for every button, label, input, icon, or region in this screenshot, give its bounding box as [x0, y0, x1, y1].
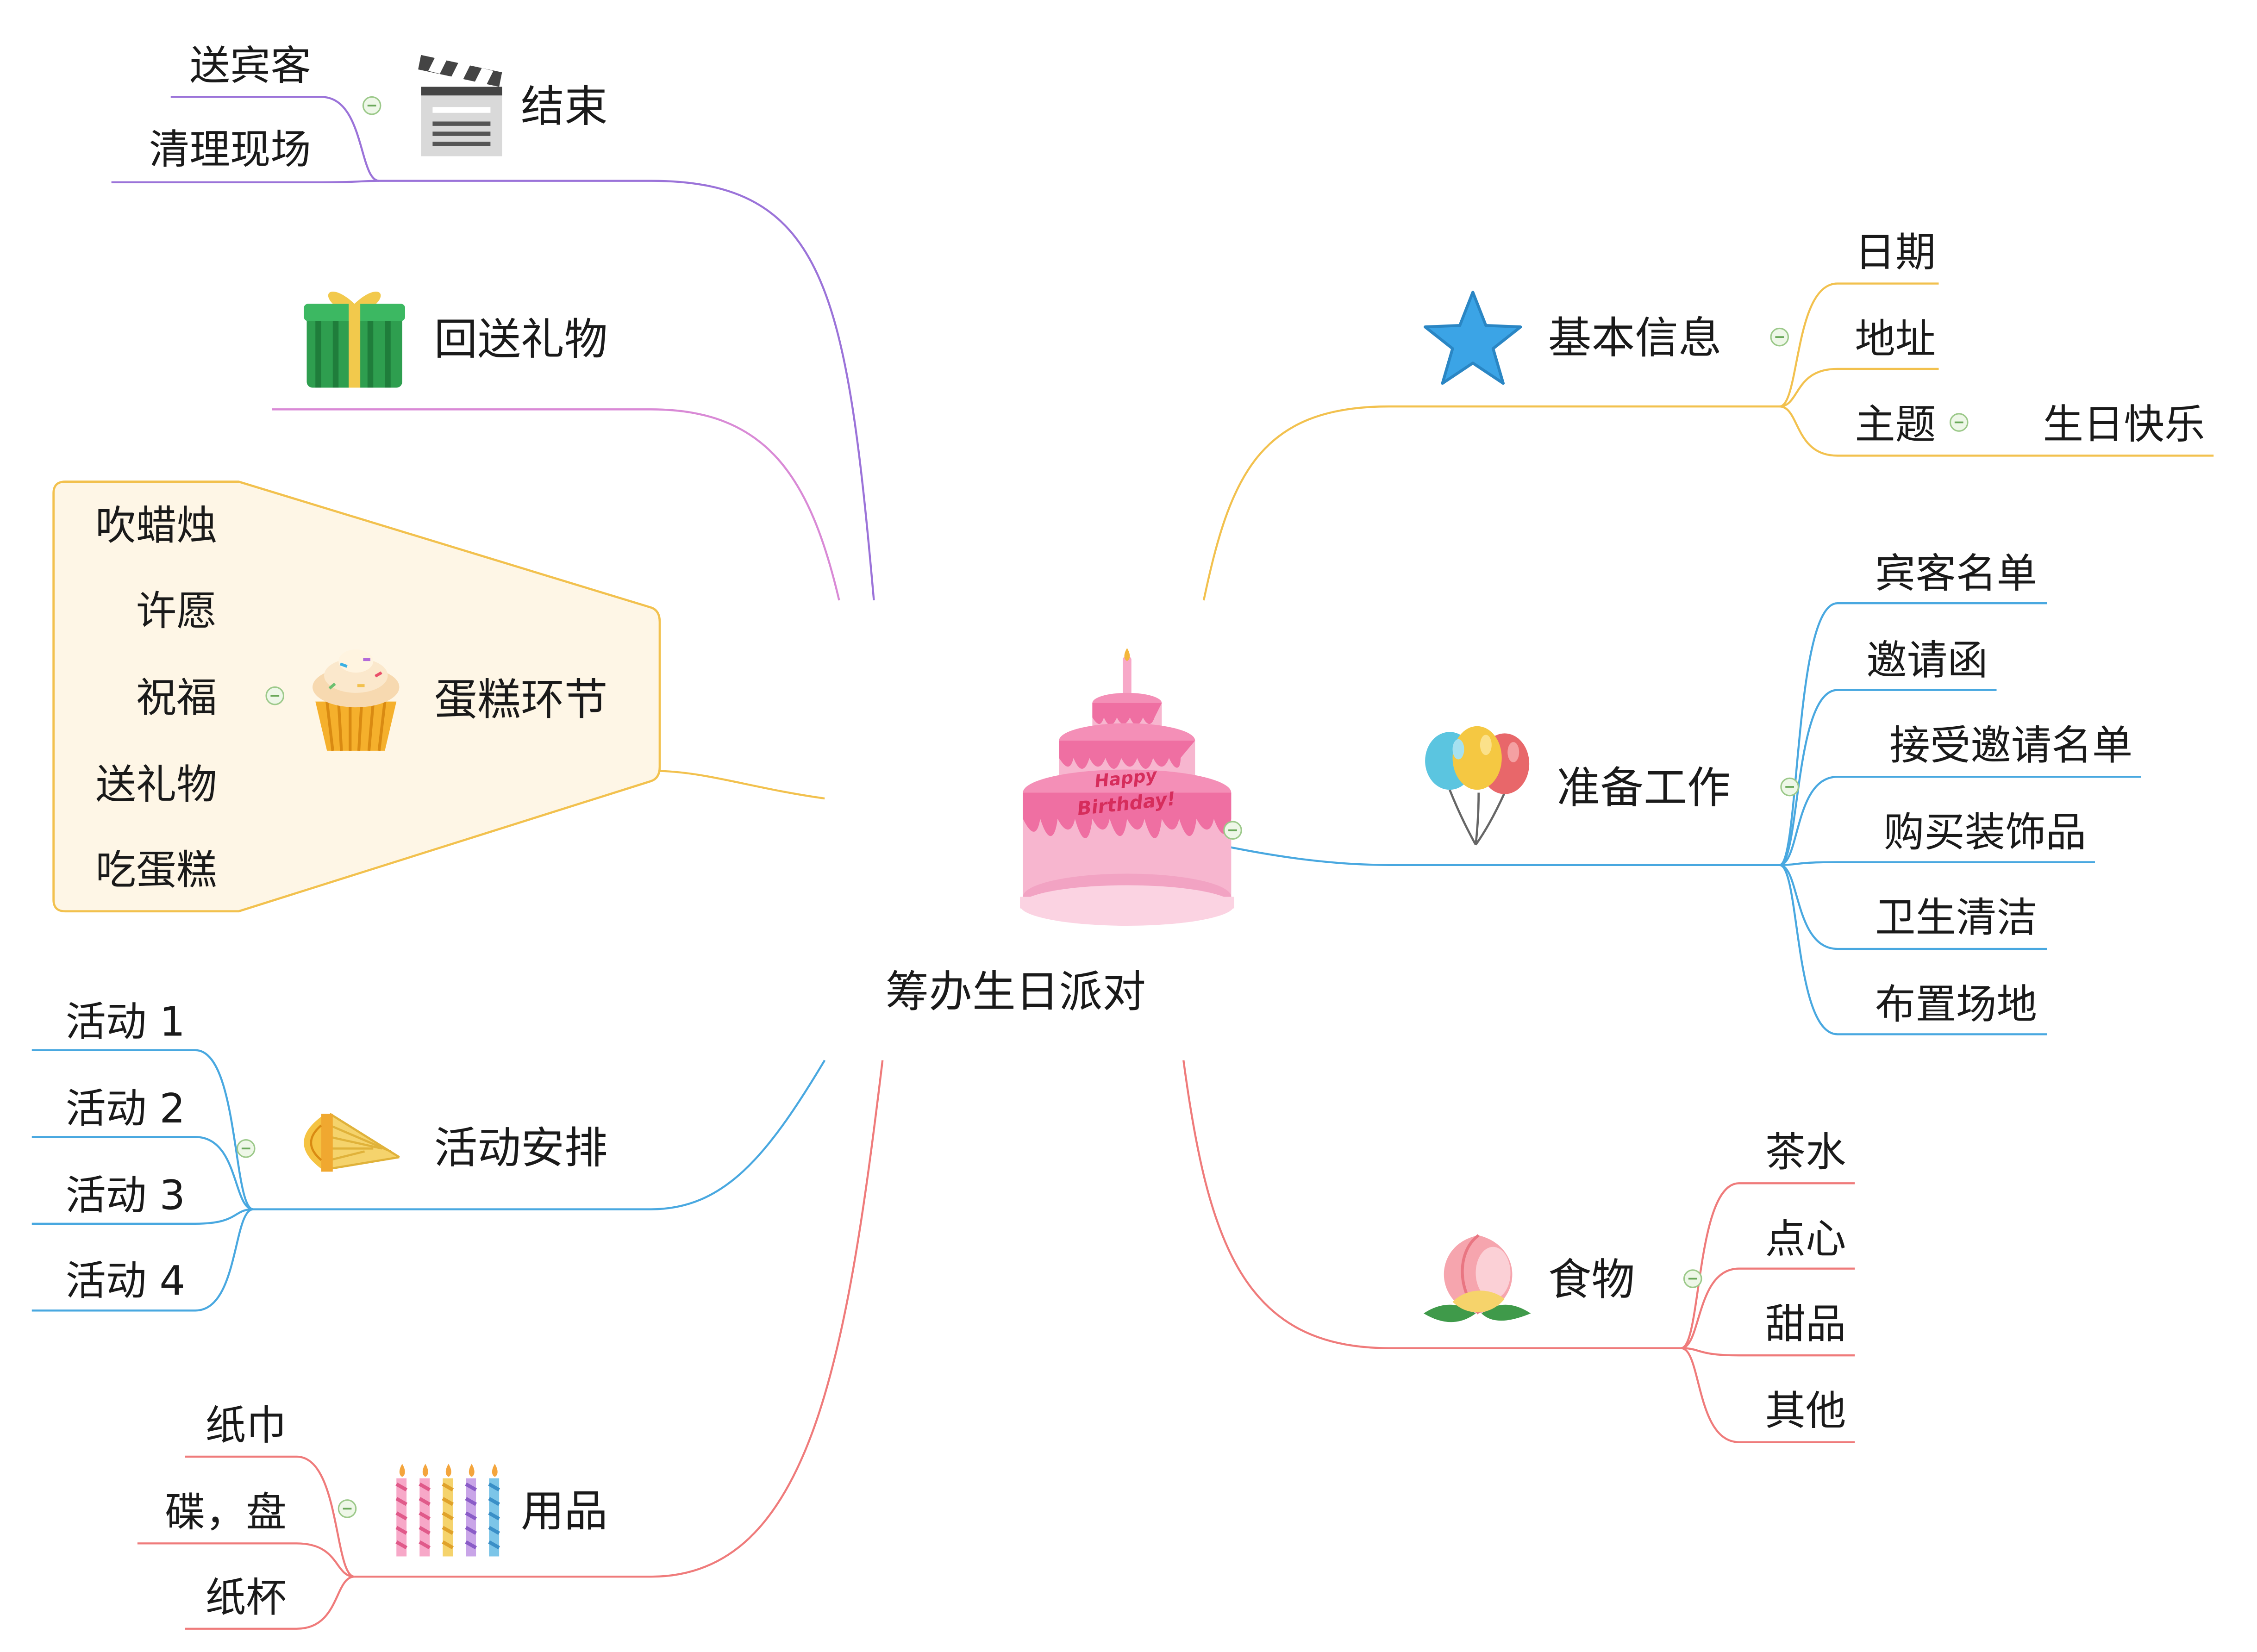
prep-connector-4: [1779, 861, 2095, 866]
branch-info[interactable]: 基本信息 日期 地址 主题 生日快乐: [1424, 229, 2205, 448]
branch-cake[interactable]: 蛋糕环节 吹蜡烛 许愿 祝福 送礼物 吃蛋糕: [52, 480, 661, 913]
branch-supplies-label: 用品: [521, 1486, 608, 1537]
branch-food-label: 食物: [1548, 1255, 1635, 1305]
cake-child-3[interactable]: 祝福: [136, 674, 217, 722]
root-title: 筹办生日派对: [886, 967, 1146, 1017]
activity-child-3[interactable]: 活动 3: [66, 1172, 185, 1219]
activity-child-2[interactable]: 活动 2: [66, 1085, 185, 1132]
prep-child-3[interactable]: 接受邀请名单: [1889, 722, 2132, 769]
cake-child-4[interactable]: 送礼物: [95, 761, 217, 808]
food-connector-3: [1681, 1347, 1855, 1357]
balloons-icon: [1425, 726, 1530, 846]
root-to-cake-connector: [659, 770, 825, 800]
activity-connector-1: [31, 1049, 254, 1210]
candles-icon: [395, 1464, 500, 1557]
prep-child-6[interactable]: 布置场地: [1875, 981, 2037, 1028]
root-to-prep-connector: [1218, 843, 1780, 866]
prep-connector-1: [1779, 602, 2047, 866]
food-connector-4: [1681, 1347, 1855, 1443]
root-to-activity-connector: [253, 1060, 826, 1210]
food-connector-1: [1681, 1182, 1855, 1349]
theme-value[interactable]: 生日快乐: [2043, 401, 2205, 448]
birthday-cake-icon: Happy Birthday!: [1020, 648, 1234, 926]
cupcake-icon: [313, 649, 400, 751]
prep-connector-5: [1779, 864, 2047, 950]
activity-connector-2: [31, 1136, 254, 1210]
end-child-1[interactable]: 送宾客: [189, 42, 311, 89]
root-to-end-connector: [379, 180, 875, 601]
branch-supplies[interactable]: 用品: [165, 1402, 607, 1621]
supplies-child-2[interactable]: 碟，盘: [165, 1489, 287, 1536]
prep-connector-3: [1779, 775, 2141, 866]
prep-child-5[interactable]: 卫生清洁: [1875, 894, 2037, 941]
supplies-child-1[interactable]: 纸巾: [206, 1402, 287, 1449]
info-child-3[interactable]: 主题: [1855, 401, 1936, 448]
activity-child-4[interactable]: 活动 4: [66, 1257, 185, 1304]
food-child-3[interactable]: 甜品: [1765, 1301, 1846, 1348]
branch-cake-label: 蛋糕环节: [434, 675, 608, 725]
branch-gift-label: 回送礼物: [434, 315, 608, 365]
branch-gift[interactable]: 回送礼物: [304, 292, 608, 388]
food-child-4[interactable]: 其他: [1765, 1387, 1846, 1434]
prep-child-1[interactable]: 宾客名单: [1875, 550, 2037, 597]
info-connector-1: [1779, 282, 1939, 408]
shuttlecock-icon: [304, 1113, 400, 1172]
info-connector-2: [1779, 368, 1939, 408]
root-to-info-connector: [1202, 405, 1780, 601]
activity-connector-3: [31, 1208, 253, 1225]
supplies-child-3[interactable]: 纸杯: [206, 1574, 287, 1621]
info-child-1[interactable]: 日期: [1855, 229, 1936, 276]
branch-activity[interactable]: 活动安排 活动 1 活动 2 活动 3 活动 4: [66, 998, 608, 1304]
activity-child-1[interactable]: 活动 1: [66, 998, 185, 1045]
branch-prep-label: 准备工作: [1557, 763, 1731, 813]
food-child-2[interactable]: 点心: [1765, 1215, 1846, 1262]
prep-child-4[interactable]: 购买装饰品: [1884, 809, 2087, 856]
supplies-connector-2: [137, 1542, 355, 1578]
food-connector-2: [1681, 1267, 1855, 1349]
activity-connector-4: [31, 1208, 254, 1312]
supplies-connector-3: [185, 1576, 355, 1630]
prep-connector-6: [1779, 864, 2047, 1035]
branch-end-label: 结束: [521, 82, 608, 132]
cake-child-5[interactable]: 吃蛋糕: [95, 846, 217, 893]
info-connector-3: [1779, 405, 2214, 457]
branch-end[interactable]: 结束 送宾客 清理现场: [149, 42, 608, 173]
end-connector-2: [111, 180, 379, 183]
branch-info-label: 基本信息: [1548, 313, 1722, 364]
end-connector-1: [170, 96, 380, 182]
peach-icon: [1424, 1234, 1531, 1322]
prep-connector-2: [1779, 689, 1997, 866]
root-to-food-connector: [1182, 1060, 1682, 1349]
gift-box-icon: [304, 292, 405, 388]
root-node[interactable]: Happy Birthday! 筹办生日派对: [886, 648, 1234, 1017]
star-icon: [1424, 291, 1522, 385]
food-child-1[interactable]: 茶水: [1765, 1128, 1846, 1176]
branch-activity-label: 活动安排: [434, 1123, 608, 1174]
end-child-2[interactable]: 清理现场: [149, 126, 311, 173]
branch-food[interactable]: 食物 茶水 点心 甜品 其他: [1424, 1128, 1846, 1434]
supplies-connector-1: [185, 1455, 355, 1578]
root-to-gift-connector: [272, 408, 840, 601]
cake-child-1[interactable]: 吹蜡烛: [95, 502, 217, 549]
root-to-supplies-connector: [354, 1060, 884, 1578]
branch-prep[interactable]: 准备工作 宾客名单 邀请函 接受邀请名单 购买装饰品 卫生清洁 布置场地: [1223, 550, 2133, 1028]
cake-child-2[interactable]: 许愿: [136, 587, 217, 635]
prep-child-2[interactable]: 邀请函: [1866, 636, 1988, 684]
info-child-2[interactable]: 地址: [1855, 316, 1936, 363]
clapperboard-icon: [418, 55, 502, 156]
